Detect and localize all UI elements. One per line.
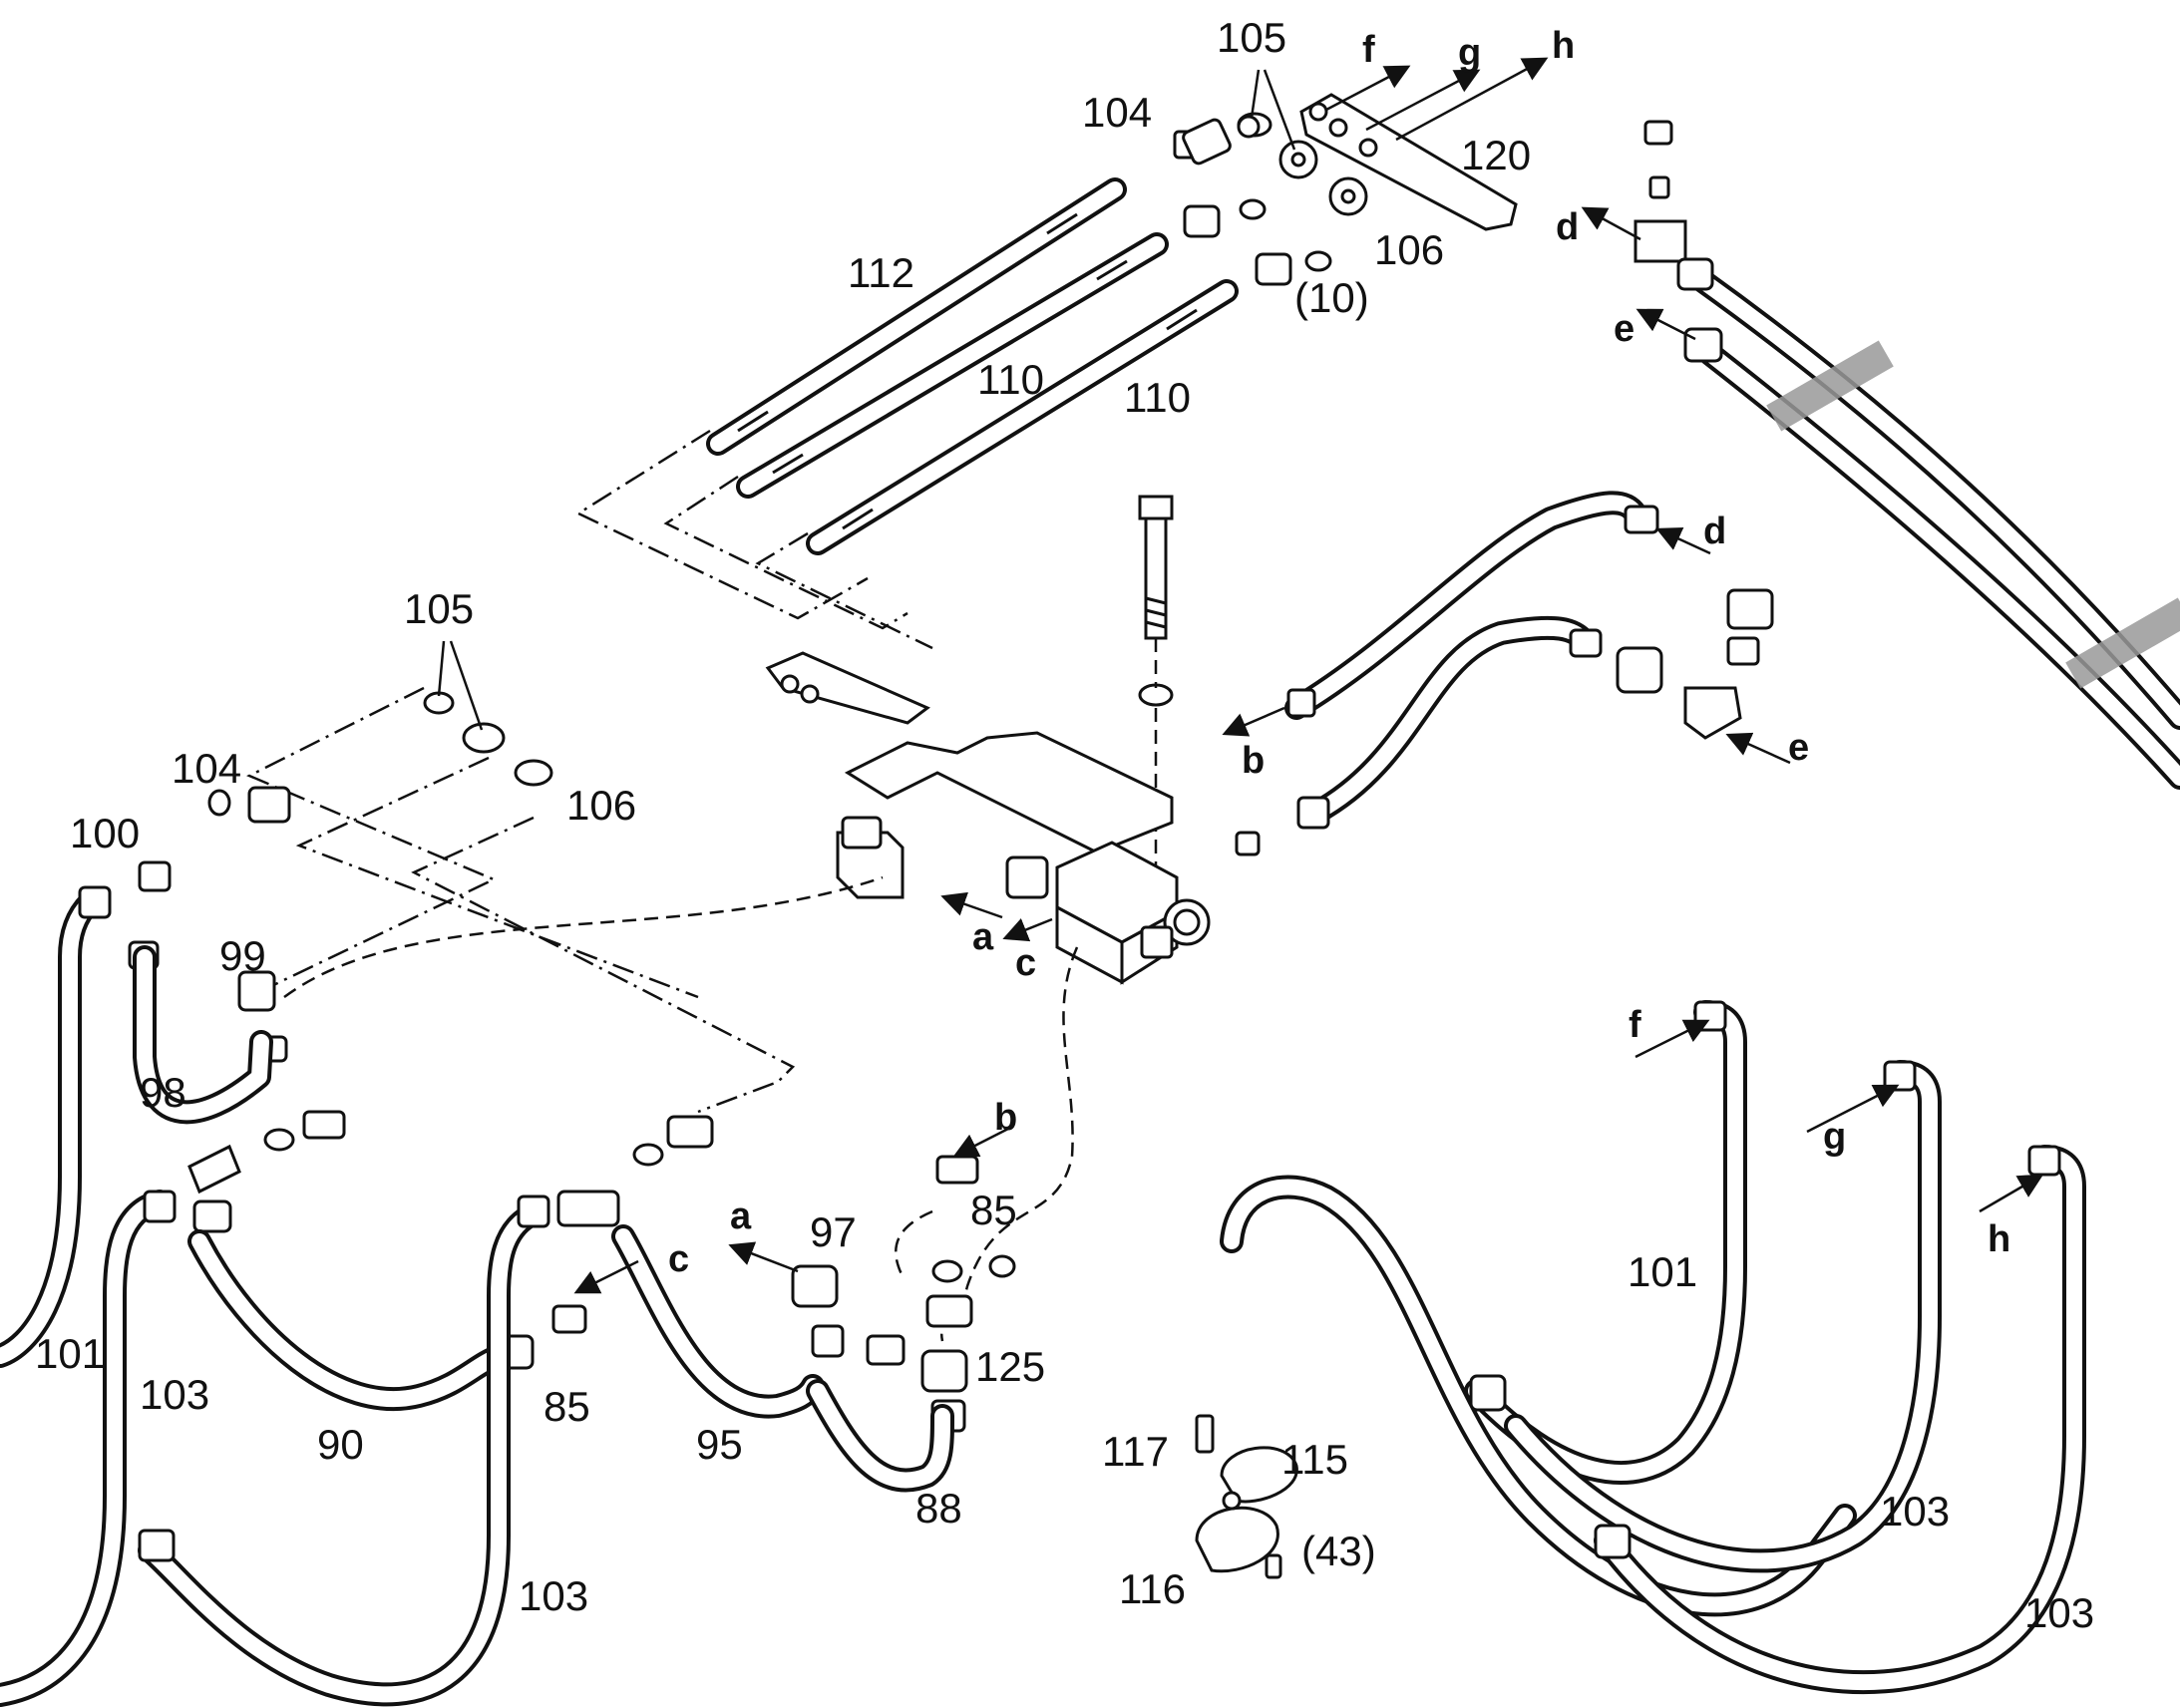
part-label-85b: 85 — [544, 1383, 590, 1430]
part-label-95: 95 — [696, 1421, 743, 1468]
part-label-101b: 101 — [1628, 1248, 1697, 1295]
connection-letter-c-left: c — [668, 1238, 689, 1280]
arrows-abc-left — [573, 1125, 1013, 1294]
hose-110-upper — [736, 232, 1169, 499]
part-label-97: 97 — [810, 1208, 857, 1255]
part-label-100: 100 — [70, 810, 140, 856]
hose-90 — [187, 1229, 535, 1412]
fittings-right-top — [1634, 120, 1723, 363]
connection-letter-a-valve: a — [972, 916, 994, 958]
part-label-101a: 101 — [35, 1330, 105, 1377]
connection-letter-g-bottom: g — [1823, 1116, 1846, 1158]
connection-letter-h-top: h — [1552, 25, 1575, 67]
hose-112 — [706, 177, 1127, 456]
hose-to-e — [1304, 615, 1598, 825]
hose-101-right — [1464, 1000, 1747, 1485]
solenoid-left — [836, 816, 905, 899]
arrows-d-b-e-mid — [1222, 527, 1791, 765]
part-label-103a: 103 — [140, 1371, 209, 1418]
part-label-88: 88 — [915, 1485, 962, 1532]
connection-letter-a-left: a — [730, 1196, 752, 1237]
part-label-43: (43) — [1301, 1528, 1376, 1574]
hose-101-left — [0, 885, 112, 1368]
hose-103-right-g — [1504, 1060, 1942, 1573]
part-label-120: 120 — [1461, 132, 1531, 178]
hose-110-lower — [806, 279, 1239, 555]
connection-letter-f-bottom: f — [1629, 1004, 1641, 1046]
hose-103-right-h — [1594, 1145, 2086, 1695]
connection-letter-c-valve: c — [1015, 942, 1036, 984]
connection-letter-e-top: e — [1614, 308, 1635, 350]
hose-to-d — [1284, 491, 1647, 720]
hose-98 — [133, 945, 273, 1125]
arrows-fgh-bottom — [1635, 1019, 2044, 1213]
part-label-106a: 106 — [1374, 226, 1444, 273]
hose-103-left — [0, 1190, 177, 1707]
part-label-105a: 105 — [1217, 14, 1286, 61]
part-label-104a: 104 — [1082, 89, 1152, 136]
connection-letter-h-bottom: h — [1988, 1218, 2010, 1260]
connection-letter-g-top: g — [1458, 32, 1481, 74]
valve-arrows-ac — [940, 891, 1053, 942]
part-label-105b: 105 — [404, 585, 474, 632]
routing-lines-left — [246, 686, 1079, 1342]
leader-lines — [437, 69, 1296, 731]
part-label-90: 90 — [317, 1421, 364, 1468]
arrows-fgh-top — [1325, 57, 1549, 142]
arrows-de-top — [1581, 206, 1696, 341]
connection-letter-e-mid: e — [1788, 727, 1809, 769]
connection-letter-b-mid: b — [1242, 740, 1265, 782]
part-label-112: 112 — [848, 249, 914, 296]
hose-95 — [611, 1224, 825, 1419]
hose-88 — [806, 1379, 954, 1493]
hose-103-middle — [138, 1195, 550, 1707]
bracket-center — [765, 651, 1174, 854]
part-label-10: (10) — [1294, 274, 1369, 321]
part-label-110b: 110 — [1124, 374, 1191, 421]
part-label-103d: 103 — [2024, 1589, 2094, 1636]
part-label-104b: 104 — [172, 745, 241, 792]
fittings-top — [1173, 112, 1368, 286]
routing-lines-top — [575, 429, 933, 650]
connection-letter-b-left: b — [994, 1097, 1017, 1139]
part-label-125: 125 — [975, 1343, 1045, 1390]
part-label-117: 117 — [1102, 1428, 1169, 1475]
hose-long-swoop — [1220, 1175, 1857, 1617]
bolt — [1138, 495, 1174, 877]
part-label-99: 99 — [219, 932, 266, 979]
long-hoses-right — [1688, 267, 2180, 790]
part-label-115: 115 — [1281, 1436, 1348, 1483]
connection-letter-f-top: f — [1362, 29, 1375, 71]
bracket-120 — [1299, 93, 1518, 231]
part-label-85a: 85 — [970, 1187, 1017, 1233]
fittings-right-mid — [1235, 505, 1774, 856]
clamp-parts — [1195, 1414, 1298, 1579]
part-label-116: 116 — [1119, 1565, 1186, 1612]
connection-letter-d-top: d — [1556, 206, 1579, 248]
connection-letter-d-mid: d — [1703, 511, 1726, 552]
part-label-98: 98 — [140, 1069, 186, 1116]
part-label-103b: 103 — [519, 1572, 588, 1619]
part-label-103c: 103 — [1880, 1488, 1950, 1535]
part-label-110a: 110 — [977, 356, 1044, 403]
part-label-106b: 106 — [566, 782, 636, 829]
valve-block — [1005, 841, 1211, 985]
